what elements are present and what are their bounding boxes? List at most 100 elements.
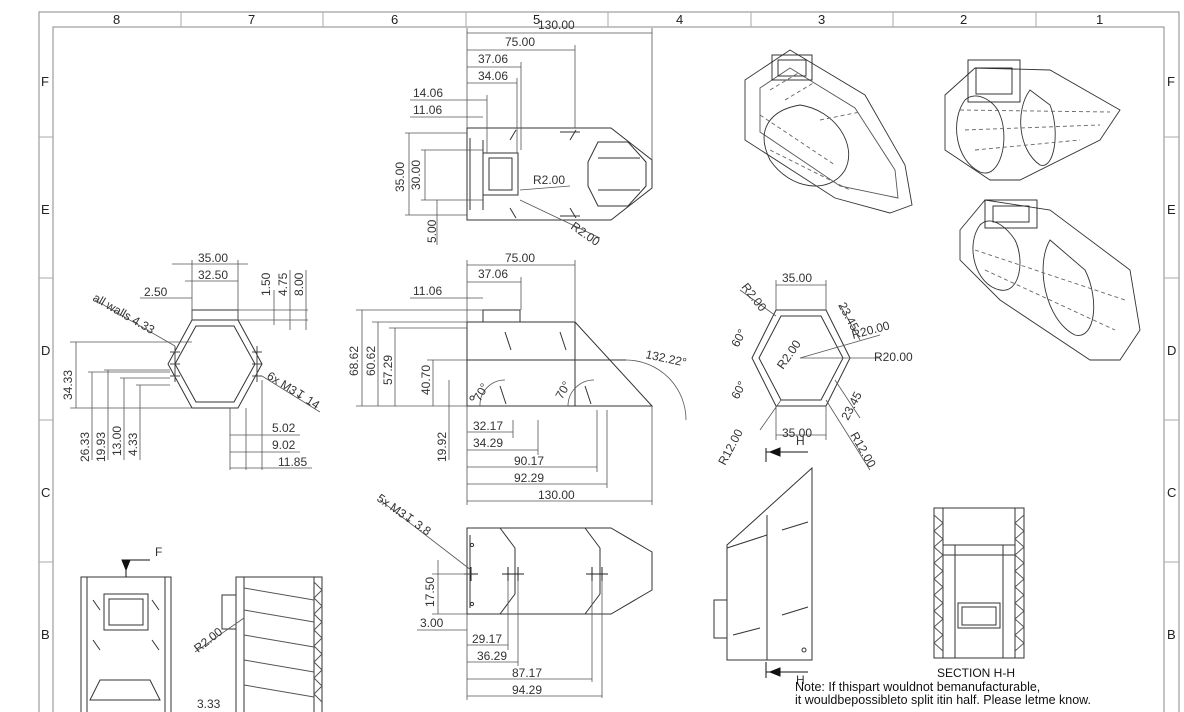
dim-end-r2-b: R2.00 [774, 337, 804, 372]
dim-front-60-62: 60.62 [364, 346, 378, 376]
zone-5: 5 [533, 12, 540, 27]
dim-end-23-45-b: 23.45 [838, 389, 865, 422]
drawing-note: Note: If thispart wouldnot bemanufactura… [795, 681, 1091, 707]
zone-e-right: E [1167, 202, 1176, 217]
front-view: 75.00 37.06 11.06 68.62 60.62 57.29 40.7… [347, 251, 688, 505]
dim-front-37-06: 37.06 [478, 267, 508, 281]
dim-top-75: 75.00 [505, 35, 535, 49]
dim-top-r2-b: R2.00 [568, 219, 603, 249]
zone-c-right: C [1167, 485, 1176, 500]
dim-bottom-17-5: 17.50 [423, 577, 437, 607]
zone-3: 3 [818, 12, 825, 27]
zone-4: 4 [676, 12, 683, 27]
dim-top-5: 5.00 [425, 219, 439, 243]
dim-left-m3-holes: 6x M3↧ 14 [264, 369, 322, 413]
dim-bottom-29-17: 29.17 [472, 632, 502, 646]
dim-front-70deg-a: 70° [470, 381, 491, 404]
dim-bottom-94-29: 94.29 [512, 683, 542, 697]
zone-b-right: B [1167, 627, 1176, 642]
dim-detail-3-33: 3.33 [197, 697, 221, 711]
dim-front-32-17: 32.17 [473, 419, 503, 433]
dim-top-34-06: 34.06 [478, 69, 508, 83]
dim-left-13: 13.00 [110, 426, 124, 456]
zone-b-left: B [41, 627, 50, 642]
dim-left-19-93: 19.93 [94, 432, 108, 462]
angled-side-view: H H [713, 434, 813, 687]
dim-bottom-m3-holes: 5x M3↧ 3.8 [374, 491, 434, 539]
dim-top-30: 30.00 [409, 160, 423, 190]
dim-front-92-29: 92.29 [514, 471, 544, 485]
dim-front-75: 75.00 [505, 251, 535, 265]
dim-top-130: 130.00 [538, 18, 575, 32]
dim-end-r2-a: R2.00 [739, 280, 770, 314]
note-line-2: it wouldbepossibleto split itin half. Pl… [795, 693, 1091, 707]
dim-front-40-70: 40.70 [419, 365, 433, 395]
dim-top-11-06: 11.06 [413, 103, 442, 117]
dim-front-132-22deg: 132.22° [644, 347, 688, 369]
dim-bottom-87-17: 87.17 [512, 666, 542, 680]
dim-left-26-33: 26.33 [78, 432, 92, 462]
dim-left-4-33: 4.33 [126, 432, 140, 456]
detail-view-side: R2.00 3.33 [191, 576, 323, 712]
dim-front-19-92: 19.92 [435, 432, 449, 462]
zone-1: 1 [1096, 12, 1103, 27]
dim-bottom-3: 3.00 [420, 616, 444, 630]
isometric-view-small-bottom [959, 199, 1141, 361]
left-view: 35.00 32.50 2.50 1.50 4.75 8.00 all wall… [61, 251, 322, 470]
dim-left-9-02: 9.02 [272, 438, 296, 452]
zone-d-left: D [41, 343, 50, 358]
zone-labels: 8 7 6 5 4 3 2 1 F E D C B F E D C B [41, 12, 1176, 642]
dim-left-35: 35.00 [198, 251, 228, 265]
top-view: 130.00 75.00 37.06 34.06 14.06 11.06 35.… [393, 18, 653, 249]
dim-front-57-29: 57.29 [381, 355, 395, 385]
section-marker-h-bottom: H [796, 673, 805, 687]
dim-end-35-top: 35.00 [782, 271, 812, 285]
sheet-frame [38, 11, 1180, 712]
dim-left-34-33: 34.33 [61, 370, 75, 400]
isometric-view-small-top [944, 59, 1121, 181]
zone-e-left: E [41, 202, 50, 217]
dim-end-60deg-a: 60° [728, 327, 749, 350]
dim-top-35: 35.00 [393, 162, 407, 192]
dim-top-r2-a: R2.00 [533, 173, 565, 187]
zone-8: 8 [113, 12, 120, 27]
dim-top-14-06: 14.06 [413, 86, 443, 100]
bottom-view: 5x M3↧ 3.8 17.50 3.00 29.17 36.29 87.17 … [374, 491, 653, 700]
dim-end-r12-a: R12.00 [715, 426, 746, 467]
zone-7: 7 [248, 12, 255, 27]
zone-d-right: D [1167, 343, 1176, 358]
dim-end-r12-b: R12.00 [847, 430, 879, 471]
zone-c-left: C [41, 485, 50, 500]
dim-front-11-06: 11.06 [413, 284, 442, 298]
dim-bottom-36-29: 36.29 [477, 649, 507, 663]
isometric-view-large [744, 49, 913, 214]
zone-6: 6 [391, 12, 398, 27]
dim-front-130: 130.00 [538, 488, 575, 502]
dim-front-90-17: 90.17 [514, 454, 544, 468]
dim-end-35-bottom: 35.00 [782, 426, 812, 440]
section-h-h-view [933, 507, 1025, 659]
end-view: 35.00 R2.00 60° R2.00 23.45 R20.00 R20.0… [715, 271, 913, 470]
dim-left-11-85: 11.85 [278, 455, 307, 469]
note-line-1: Note: If thispart wouldnot bemanufactura… [795, 680, 1041, 694]
dim-left-1-5: 1.50 [259, 272, 273, 296]
dim-detail-r2: R2.00 [191, 624, 225, 655]
dim-top-37-06: 37.06 [478, 52, 508, 66]
dim-end-60deg-b: 60° [728, 379, 749, 402]
section-marker-h-top: H [796, 434, 805, 448]
zone-f-left: F [41, 74, 49, 89]
dim-end-r20-b: R20.00 [874, 350, 913, 364]
dim-left-4-75: 4.75 [276, 272, 290, 296]
detail-view-f: F [80, 545, 172, 712]
dim-front-70deg-b: 70° [552, 379, 573, 402]
section-label: SECTION H-H [937, 666, 1015, 680]
dim-front-34-29: 34.29 [473, 436, 503, 450]
zone-2: 2 [960, 12, 967, 27]
section-marker-f: F [155, 545, 162, 559]
dim-left-8: 8.00 [292, 272, 306, 296]
dim-left-5-02: 5.02 [272, 421, 296, 435]
dim-left-2-5: 2.50 [144, 285, 168, 299]
dim-front-68-62: 68.62 [347, 346, 361, 376]
zone-f-right: F [1167, 74, 1175, 89]
